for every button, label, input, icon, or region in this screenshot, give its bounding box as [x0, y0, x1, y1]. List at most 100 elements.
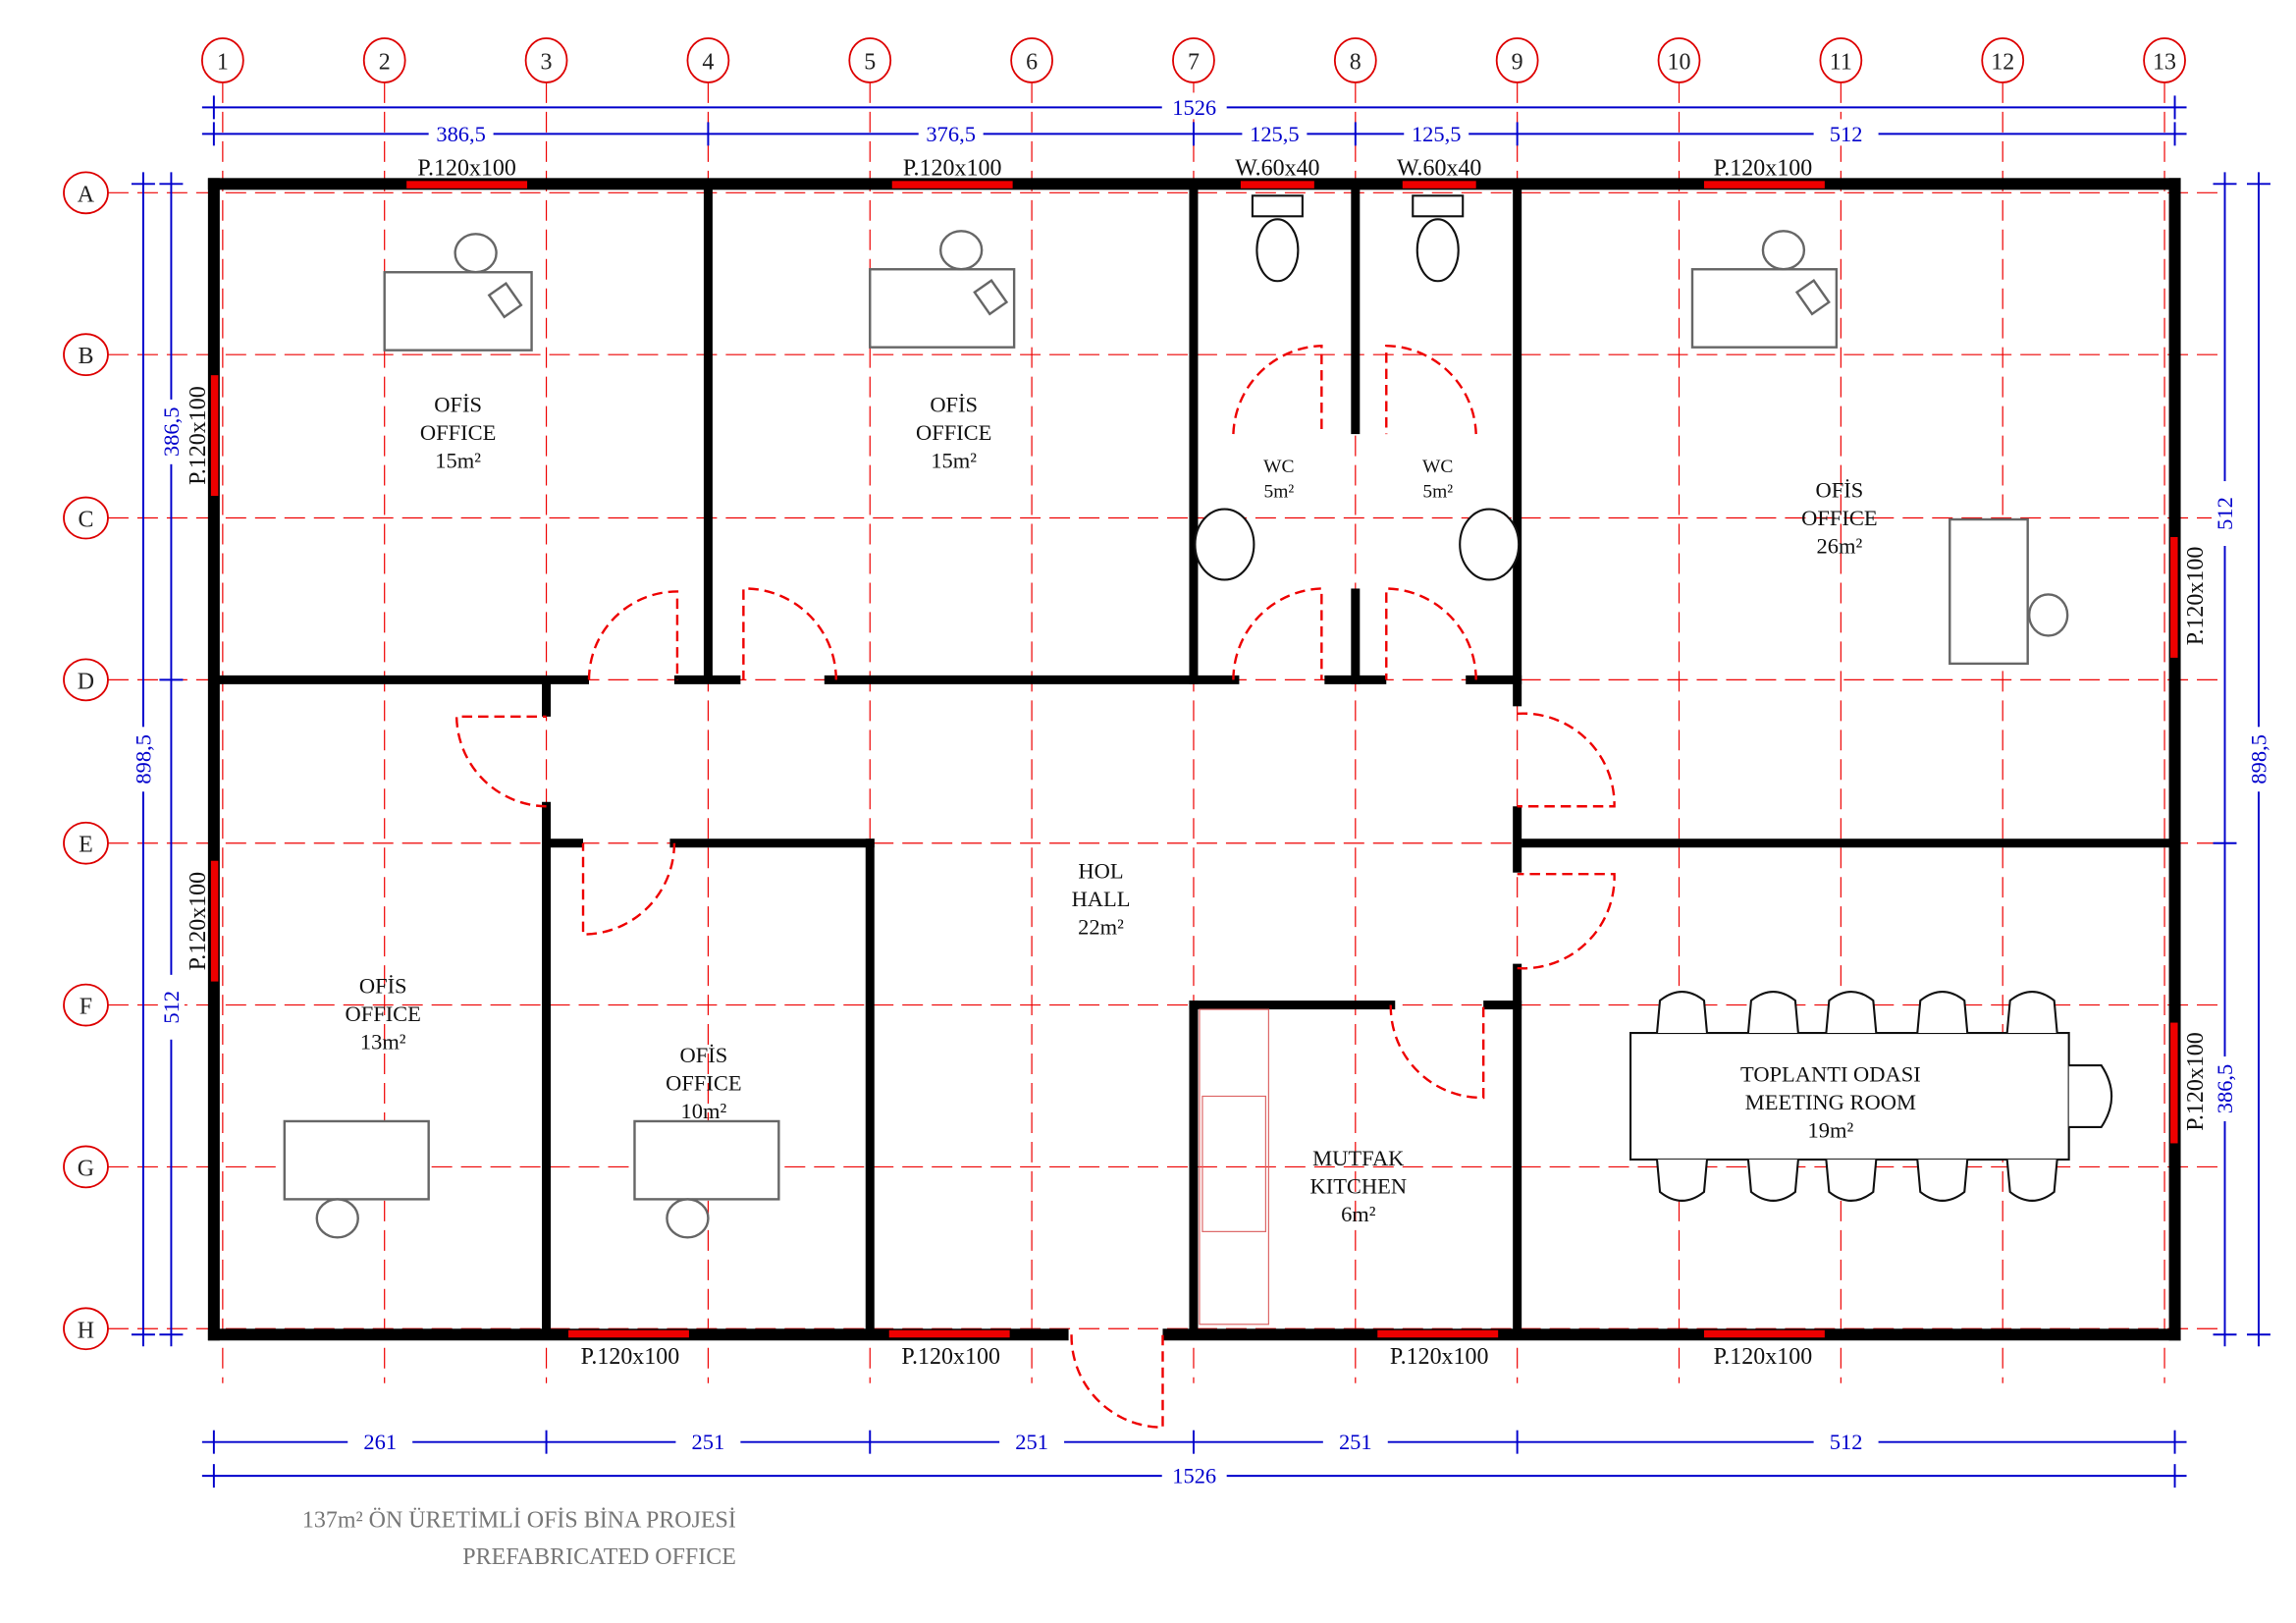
chair [1825, 991, 1878, 1034]
wall [824, 675, 1240, 684]
desk-set [869, 230, 1016, 349]
wall [1513, 184, 1522, 707]
dimension-label: 512 [2213, 497, 2237, 530]
grid-bubble-row [63, 333, 109, 377]
dimension-label-bg [1161, 1461, 1227, 1488]
dimension-label-bg [2212, 481, 2238, 546]
kitchen-sink [1201, 1095, 1266, 1232]
room-label-line: 26m² [1817, 533, 1863, 558]
room-label-line: OFİS [434, 393, 482, 417]
dimension-label: 125,5 [1250, 122, 1300, 146]
grid-label-row: C [78, 508, 93, 533]
door-swing [1385, 587, 1477, 680]
room-label-line: OFİS [930, 393, 978, 417]
room-label-line: 19m² [1808, 1117, 1854, 1142]
dimension-label: 1526 [1172, 1464, 1216, 1488]
wall [546, 839, 584, 848]
door-swing [1517, 872, 1616, 970]
chair [2068, 1063, 2113, 1129]
window-label: W.60x40 [1397, 155, 1481, 181]
chair [1746, 991, 1799, 1034]
dimension-label: 512 [159, 991, 184, 1024]
dimension-label: 386,5 [159, 407, 184, 458]
outer-wall-left [207, 178, 220, 1341]
project-title: 137m² ÖN ÜRETİMLİ OFİS BİNA PROJESİ [302, 1508, 736, 1534]
window-left-1 [210, 375, 219, 497]
room-label-line: 10m² [681, 1099, 727, 1123]
chair [1655, 991, 1709, 1034]
window-bottom-1 [568, 1329, 689, 1338]
grid-label-row: H [78, 1318, 94, 1343]
grid-label-column: 8 [1350, 49, 1362, 75]
grid-label-row: A [78, 182, 95, 207]
grid-label-column: 5 [864, 49, 876, 75]
room-label-line: OFFICE [1801, 506, 1877, 530]
dimension-label-bg [999, 1427, 1065, 1454]
room-label-line: HOL [1078, 859, 1123, 884]
dimension-label-bg [347, 1427, 413, 1454]
grid-bubble-column [1333, 37, 1377, 83]
dimension-label: 512 [1830, 1430, 1863, 1454]
window-top-3 [1240, 181, 1314, 189]
desk-set [283, 1119, 430, 1239]
grid-bubble-row [63, 1145, 109, 1189]
dimension-label: 251 [1015, 1430, 1048, 1454]
wall [1513, 963, 1522, 1335]
room-label-line: OFFICE [420, 420, 496, 445]
outer-wall-right [2168, 178, 2181, 1341]
dimension-label-bg [2245, 727, 2272, 792]
window-bottom-3 [1377, 1329, 1499, 1338]
sink [1459, 508, 1521, 581]
window-bottom-2 [888, 1329, 1010, 1338]
door-swing [587, 590, 679, 680]
grid-bubble-row [63, 658, 109, 702]
grid-label-row: G [78, 1156, 94, 1181]
dimension-label: 251 [692, 1430, 725, 1454]
dimension-label-bg [428, 119, 494, 146]
grid-bubble-row [63, 1307, 109, 1351]
doors [454, 344, 1616, 1429]
window-label: P.120x100 [1714, 1344, 1813, 1370]
walls [207, 178, 2181, 1341]
grid-bubble-column [686, 37, 730, 83]
room-label-line: 13m² [360, 1030, 406, 1055]
grid-bubble-row [63, 983, 109, 1027]
dimension-label: 376,5 [926, 122, 976, 146]
window-bottom-4 [1703, 1329, 1825, 1338]
grid-bubble-column [1819, 37, 1863, 83]
door-swing [1385, 344, 1477, 435]
grid-label-column: 4 [702, 49, 714, 75]
grid-label-row: D [78, 669, 94, 694]
chair [1746, 1159, 1799, 1202]
grid-label-column: 1 [217, 49, 229, 75]
dimension-label-bg [675, 1427, 741, 1454]
dimension-label: 261 [363, 1430, 397, 1454]
grid-bubble-column [1495, 37, 1539, 83]
room-label-line: 6m² [1341, 1202, 1376, 1226]
room-label-line: MEETING ROOM [1745, 1090, 1916, 1114]
chair [2005, 1159, 2058, 1202]
dimension-label-bg [157, 399, 185, 464]
grid-bubble-column [1981, 37, 2025, 83]
grid-label-column: 7 [1188, 49, 1200, 75]
dimension-label: 512 [1830, 122, 1863, 146]
window-top-4 [1402, 181, 1476, 189]
room-label-line: OFİS [1816, 478, 1864, 503]
wall [542, 679, 552, 717]
room-label-line: MUTFAK [1312, 1146, 1404, 1170]
room-label-line: 15m² [931, 449, 977, 473]
window-label: P.120x100 [1390, 1344, 1489, 1370]
furniture [283, 194, 2113, 1325]
title-block: 137m² ÖN ÜRETİMLİ OFİS BİNA PROJESİ PREF… [302, 1508, 736, 1570]
grid-bubble-column [362, 37, 406, 83]
dimension-label-bg [1813, 1427, 1879, 1454]
wall [1466, 675, 1522, 684]
dimension-label: 251 [1339, 1430, 1372, 1454]
grid-label-column: 9 [1512, 49, 1523, 75]
chair [1916, 991, 1969, 1034]
kitchen-counter [1199, 1008, 1269, 1325]
dimension-label: 1526 [1172, 95, 1216, 120]
room-label-line: OFFICE [666, 1070, 741, 1095]
door-swing [581, 842, 676, 936]
chair [1825, 1159, 1878, 1202]
